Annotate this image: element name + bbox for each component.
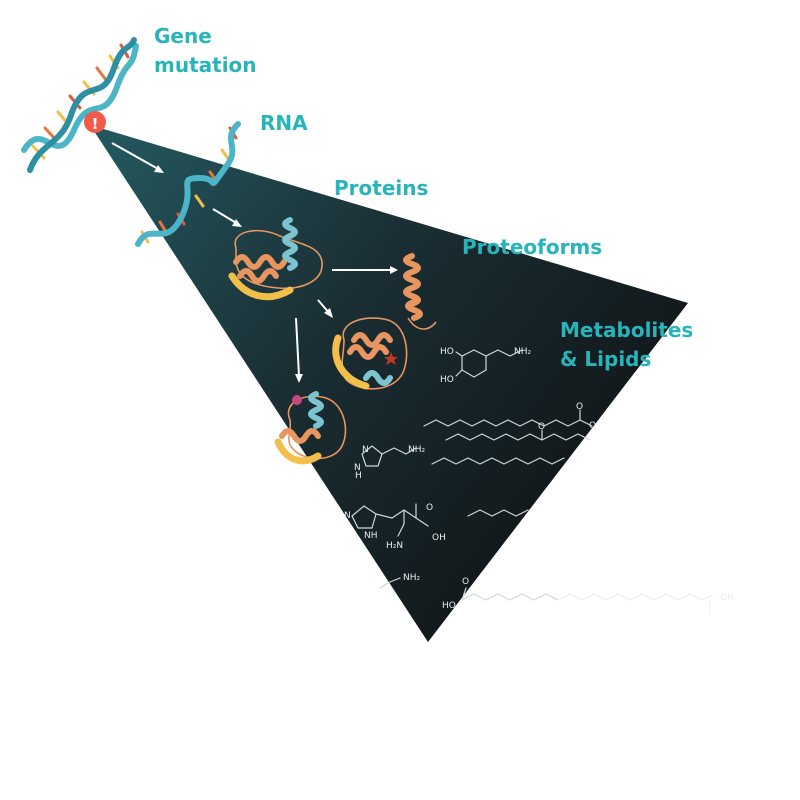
- metabolite-structures: HO HO NH₂ O O O N N H NH₂: [344, 347, 734, 614]
- histamine-structure: N N H NH₂: [354, 445, 426, 481]
- histidine-nh: NH: [364, 531, 378, 541]
- mutation-marker-icon: [84, 111, 106, 133]
- dna-helix-icon: !: [21, 37, 139, 173]
- histidine-o: O: [426, 503, 433, 513]
- fatty-acid-o: O: [462, 577, 469, 587]
- modification-dot-icon: [292, 395, 302, 405]
- histamine-n: N: [362, 445, 369, 455]
- histamine-nh2: NH₂: [408, 445, 426, 455]
- mutation-marker-label: !: [92, 115, 99, 133]
- amine-structure: NH₂: [379, 573, 421, 589]
- label-proteins: Proteins: [334, 176, 428, 200]
- dopamine-ho-bottom: HO: [440, 375, 454, 385]
- histidine-structure: N NH H₂N O OH: [344, 503, 446, 551]
- cleavage-site-icon: [384, 352, 398, 365]
- fatty-acid-ho: HO: [442, 601, 456, 611]
- arrow-protein-to-cleaved: [317, 299, 333, 318]
- label-metabolites-line2: & Lipids: [560, 347, 651, 371]
- fatty-acid-structure: HO O OH: [442, 577, 734, 614]
- proteoform-modified-icon: [274, 391, 347, 465]
- lipid-o2: O: [589, 421, 596, 431]
- label-metabolites-line1: Metabolites: [560, 318, 693, 342]
- flow-arrows: [111, 142, 398, 383]
- histidine-oh: OH: [432, 533, 446, 543]
- dopamine-ho-top: HO: [440, 347, 454, 357]
- arrow-protein-to-modified: [295, 317, 303, 383]
- histidine-n: N: [344, 511, 351, 521]
- label-gene-mutation-line1: Gene: [154, 24, 212, 48]
- label-rna: RNA: [260, 111, 308, 135]
- proteoform-cleaved-icon: [332, 317, 408, 390]
- dopamine-structure: HO HO NH₂: [440, 347, 532, 385]
- arrow-rna-to-protein: [212, 208, 242, 227]
- dopamine-nh2: NH₂: [514, 347, 532, 357]
- lipid-o3: O: [538, 422, 545, 432]
- histidine-h2n: H₂N: [386, 541, 403, 551]
- label-gene-mutation-line2: mutation: [154, 53, 257, 77]
- fatty-acid-oh: OH: [720, 593, 734, 603]
- histamine-nh: N: [354, 463, 361, 473]
- amine-nh2: NH₂: [403, 573, 421, 583]
- histamine-h: H: [355, 471, 362, 481]
- arrow-protein-to-helix: [332, 266, 398, 274]
- label-proteoforms: Proteoforms: [462, 235, 602, 259]
- proteoform-helix-icon: [403, 253, 437, 330]
- lipid-o1: O: [576, 402, 583, 412]
- arrow-dna-to-rna: [111, 142, 164, 173]
- protein-structure-icon: [228, 217, 323, 301]
- rna-strand-icon: [135, 121, 241, 247]
- lipid-chains: O O O: [423, 402, 596, 517]
